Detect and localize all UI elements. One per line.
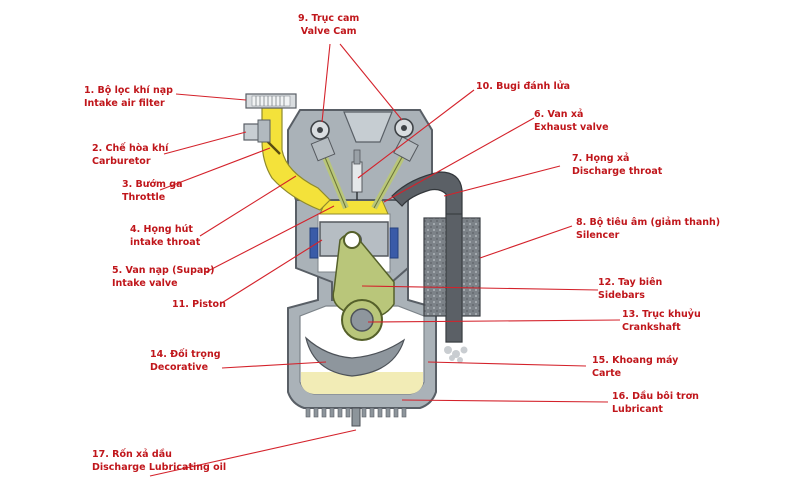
piston-side-right [389,227,399,259]
label-en: Crankshaft [622,322,681,333]
oil-sump [301,372,423,394]
carburetor-neck [257,119,271,143]
label-vi: 14. Đối trọng [150,349,221,360]
label-piston: 11. Piston [172,298,226,311]
label-vi: 5. Van nạp (Supap) [112,265,215,276]
label-vi: 3. Bướm ga [122,179,183,190]
label-en: Valve Cam [300,26,357,37]
small-end [343,231,361,249]
counterweight [304,336,406,377]
sump-fins [305,407,407,418]
exhaust-smoke [444,346,468,363]
label-en: Silencer [576,230,620,241]
intake-tract [261,107,331,211]
label-vi: 1. Bộ lọc khí nạp [84,85,173,96]
label-carburetor: 2. Chế hòa khí Carburetor [92,142,168,168]
exhaust-valve [371,136,419,210]
label-en: Throttle [122,192,166,203]
label-vi: 8. Bộ tiêu âm (giảm thanh) [576,217,721,228]
label-en: Carte [592,368,622,379]
spark-plug [351,149,363,200]
label-en: Discharge Lubricating oil [92,462,227,473]
label-vi: 12. Tay biên [598,277,663,288]
label-throttle: 3. Bướm ga Throttle [122,178,182,204]
cam-housing [343,111,393,143]
label-vi: 7. Họng xả [572,153,630,164]
label-carte: 15. Khoang máy Carte [592,354,678,380]
label-vi: 6. Van xả [534,109,584,120]
label-spark-plug: 10. Bugi đánh lửa [476,80,570,93]
label-intake-valve: 5. Van nạp (Supap) Intake valve [112,264,214,290]
label-vi: 15. Khoang máy [592,355,679,366]
label-vi: 2. Chế hòa khí [92,143,169,154]
air-filter [245,93,297,109]
label-intake-throat: 4. Họng hút intake throat [130,223,200,249]
label-en: intake throat [130,237,201,248]
label-counterweight: 14. Đối trọng Decorative [150,348,221,374]
label-en: Intake air filter [84,98,165,109]
label-valve-cam: 9. Trục cam Valve Cam [298,12,359,38]
label-vi: 11. Piston [172,299,226,310]
label-en: Sidebars [598,290,645,301]
label-exhaust-valve: 6. Van xả Exhaust valve [534,108,609,134]
label-vi: 17. Rốn xả dầu [92,449,172,460]
label-sidebars: 12. Tay biên Sidebars [598,276,662,302]
label-vi: 16. Dầu bôi trơn [612,391,699,402]
label-silencer: 8. Bộ tiêu âm (giảm thanh) Silencer [576,216,720,242]
label-en: Discharge throat [572,166,663,177]
label-vi: 4. Họng hút [130,224,193,235]
label-vi: 10. Bugi đánh lửa [476,81,570,92]
label-en: Intake valve [112,278,178,289]
label-discharge-oil: 17. Rốn xả dầu Discharge Lubricating oil [92,448,226,474]
label-en: Carburetor [92,156,151,167]
leader-lines [149,43,621,477]
label-en: Lubricant [612,404,663,415]
intake-valve [310,136,349,210]
label-lubricant: 16. Dầu bôi trơn Lubricant [612,390,699,416]
label-discharge-throat: 7. Họng xả Discharge throat [572,152,662,178]
silencer-pipe [445,213,463,343]
label-en: Decorative [150,362,209,373]
label-en: Exhaust valve [534,122,609,133]
label-vi: 9. Trục cam [298,13,360,24]
drain-plug [351,407,361,427]
label-intake-air-filter: 1. Bộ lọc khí nạp Intake air filter [84,84,173,110]
label-crankshaft: 13. Trục khuỷu Crankshaft [622,308,701,334]
label-vi: 13. Trục khuỷu [622,309,701,320]
